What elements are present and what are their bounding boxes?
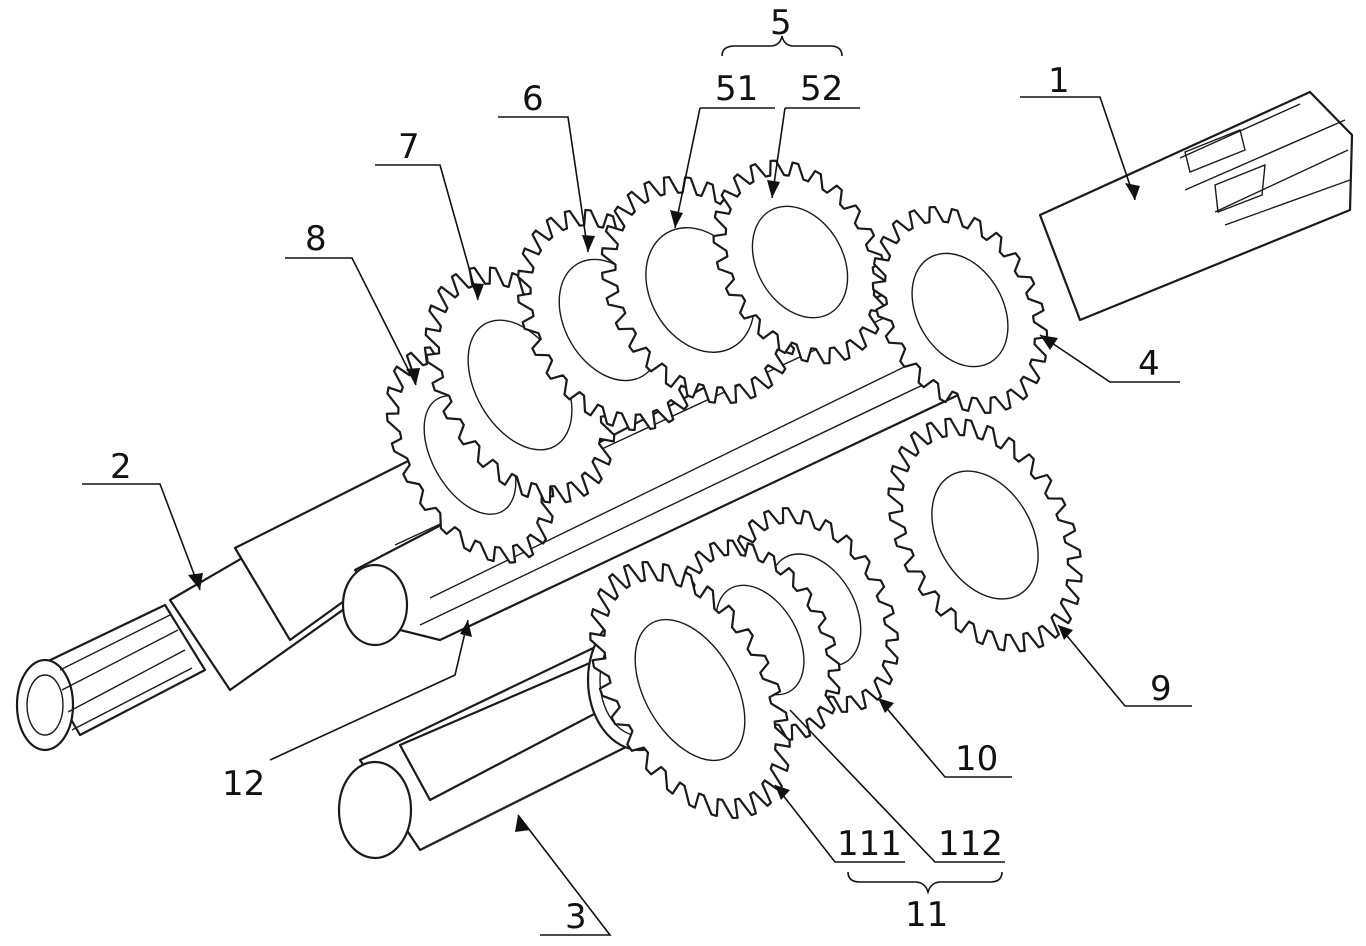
gear-7 <box>424 266 616 504</box>
label-1: 1 <box>1048 61 1070 101</box>
gear-4 <box>871 206 1049 414</box>
label-9: 9 <box>1150 669 1172 709</box>
label-10: 10 <box>955 739 998 779</box>
gear-group <box>385 159 1083 820</box>
label-7: 7 <box>398 127 420 167</box>
gear-111-hub <box>634 618 746 762</box>
gear-52-outline <box>712 159 888 365</box>
callout-labels: 1 2 3 4 5 51 52 6 7 8 9 10 11 111 112 12 <box>110 3 1172 937</box>
shaft-1 <box>1038 90 1354 322</box>
label-52: 52 <box>800 69 843 109</box>
gear-111 <box>589 560 791 820</box>
label-4: 4 <box>1138 344 1160 384</box>
gear-52 <box>712 159 888 365</box>
leader-lines <box>82 35 1192 936</box>
gear-4-hub <box>911 252 1009 368</box>
gear-52-hub <box>751 205 849 319</box>
label-3: 3 <box>565 897 587 937</box>
label-6: 6 <box>522 79 544 119</box>
arrowheads <box>188 180 1140 832</box>
label-12: 12 <box>222 764 265 804</box>
label-11: 11 <box>905 895 948 935</box>
label-2: 2 <box>110 447 132 487</box>
gear-4-outline <box>871 206 1049 414</box>
label-8: 8 <box>305 219 327 259</box>
label-112: 112 <box>938 824 1003 864</box>
gear-9-hub <box>931 470 1039 600</box>
label-111: 111 <box>837 824 902 864</box>
gear-9-outline <box>887 417 1083 653</box>
gear-7-outline <box>424 266 616 504</box>
gear-9 <box>887 417 1083 653</box>
label-51: 51 <box>715 69 758 109</box>
label-5: 5 <box>770 3 792 43</box>
gear-111-outline <box>589 560 791 820</box>
